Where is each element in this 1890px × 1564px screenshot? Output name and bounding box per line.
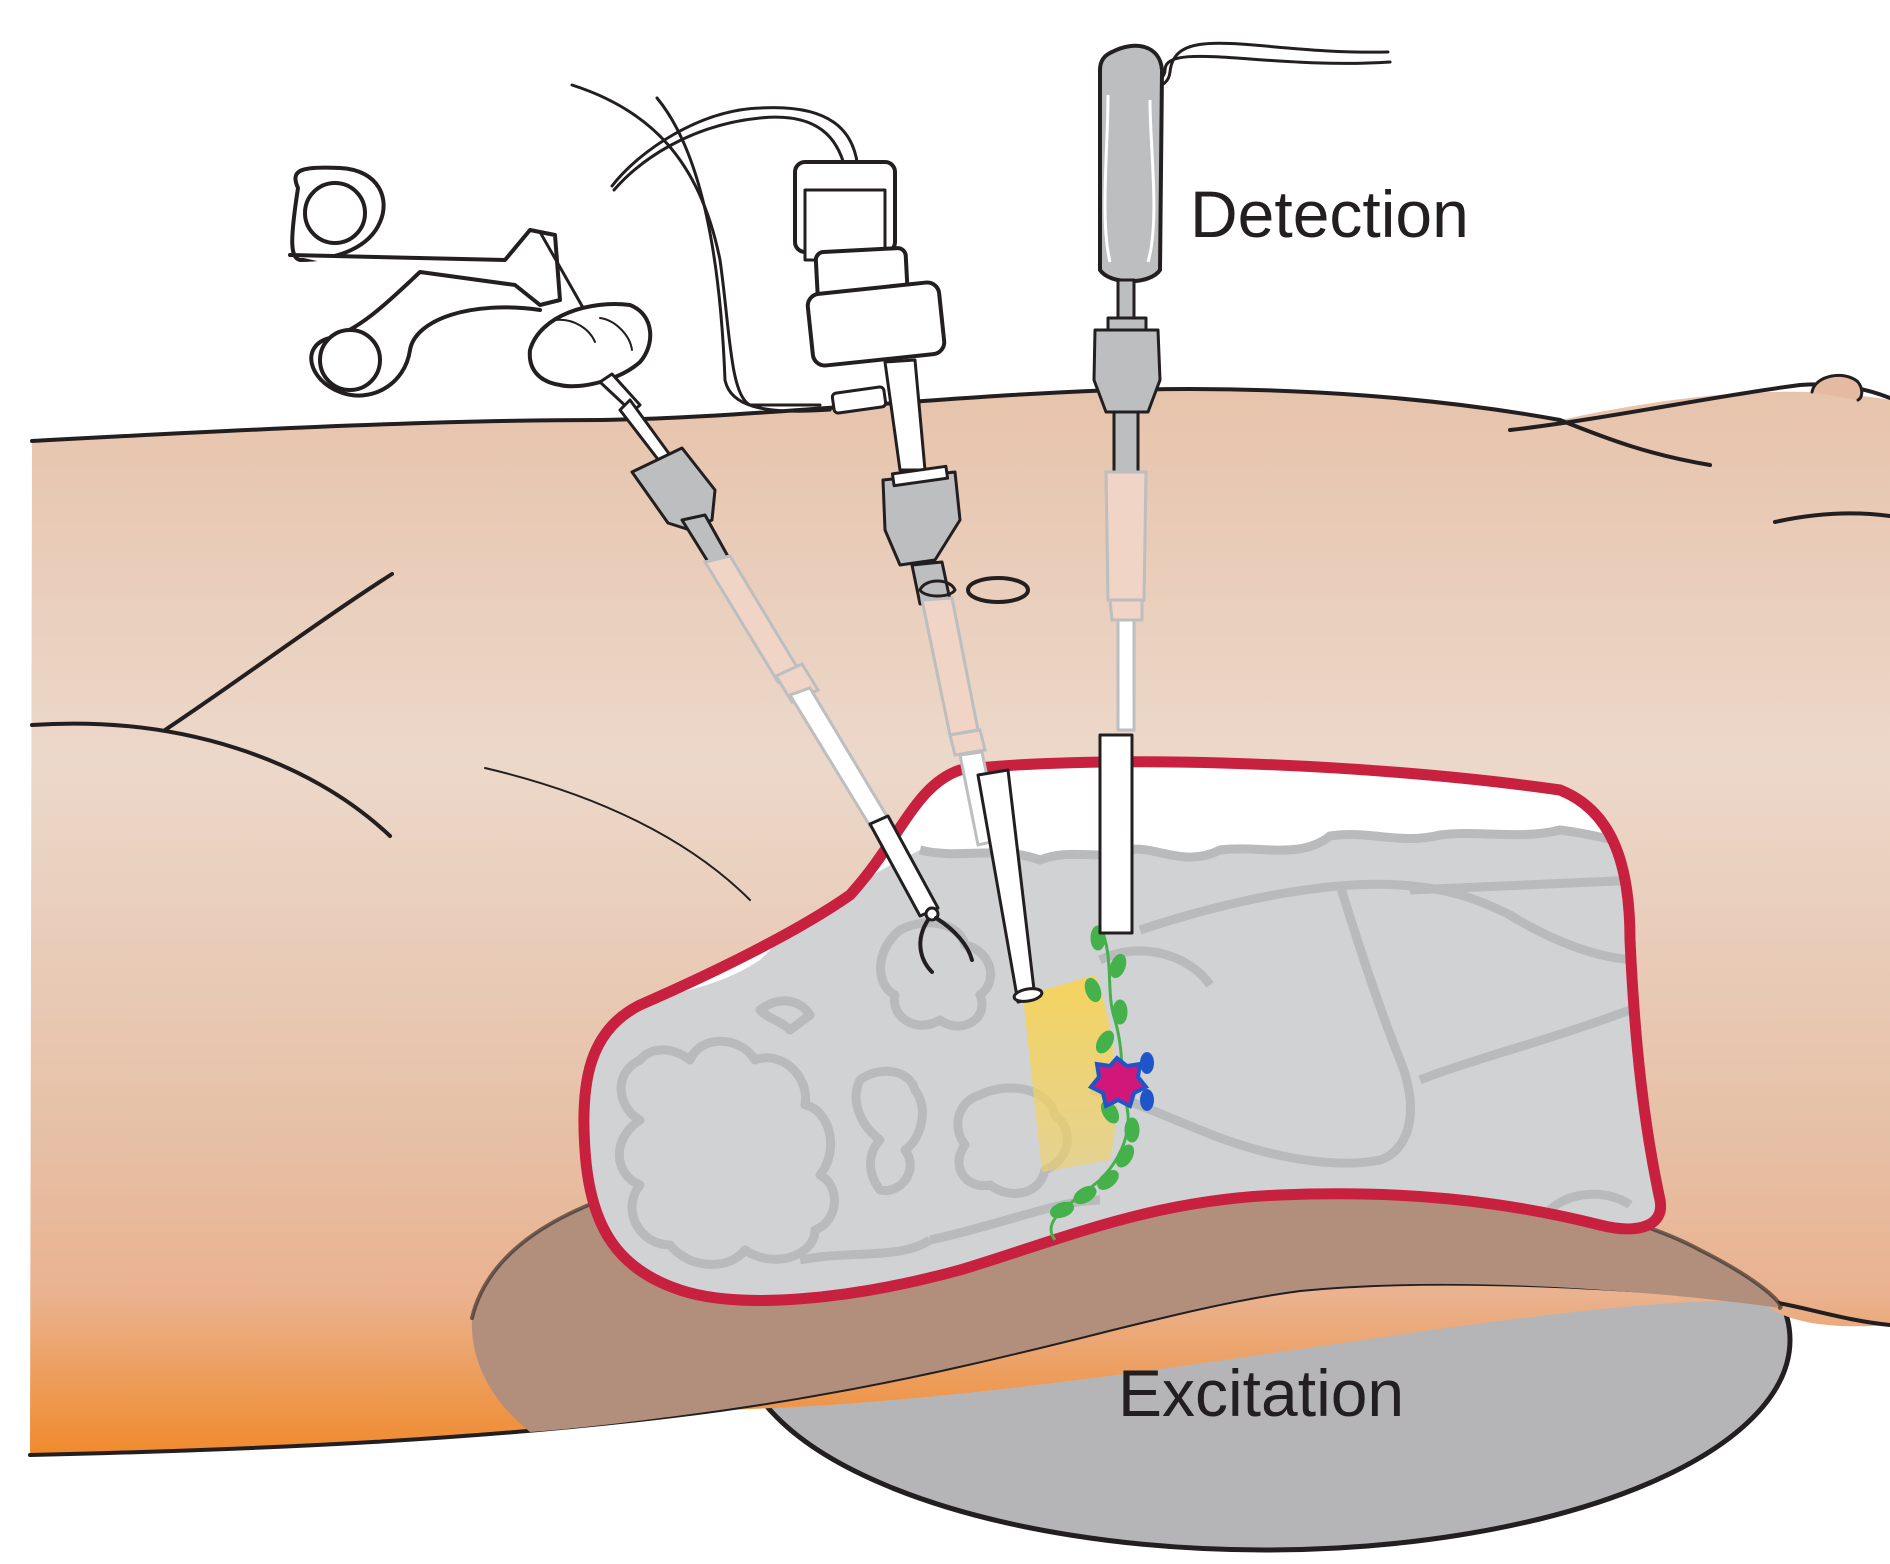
detection-label: Detection bbox=[1190, 177, 1469, 251]
excitation-label: Excitation bbox=[1118, 1356, 1404, 1430]
